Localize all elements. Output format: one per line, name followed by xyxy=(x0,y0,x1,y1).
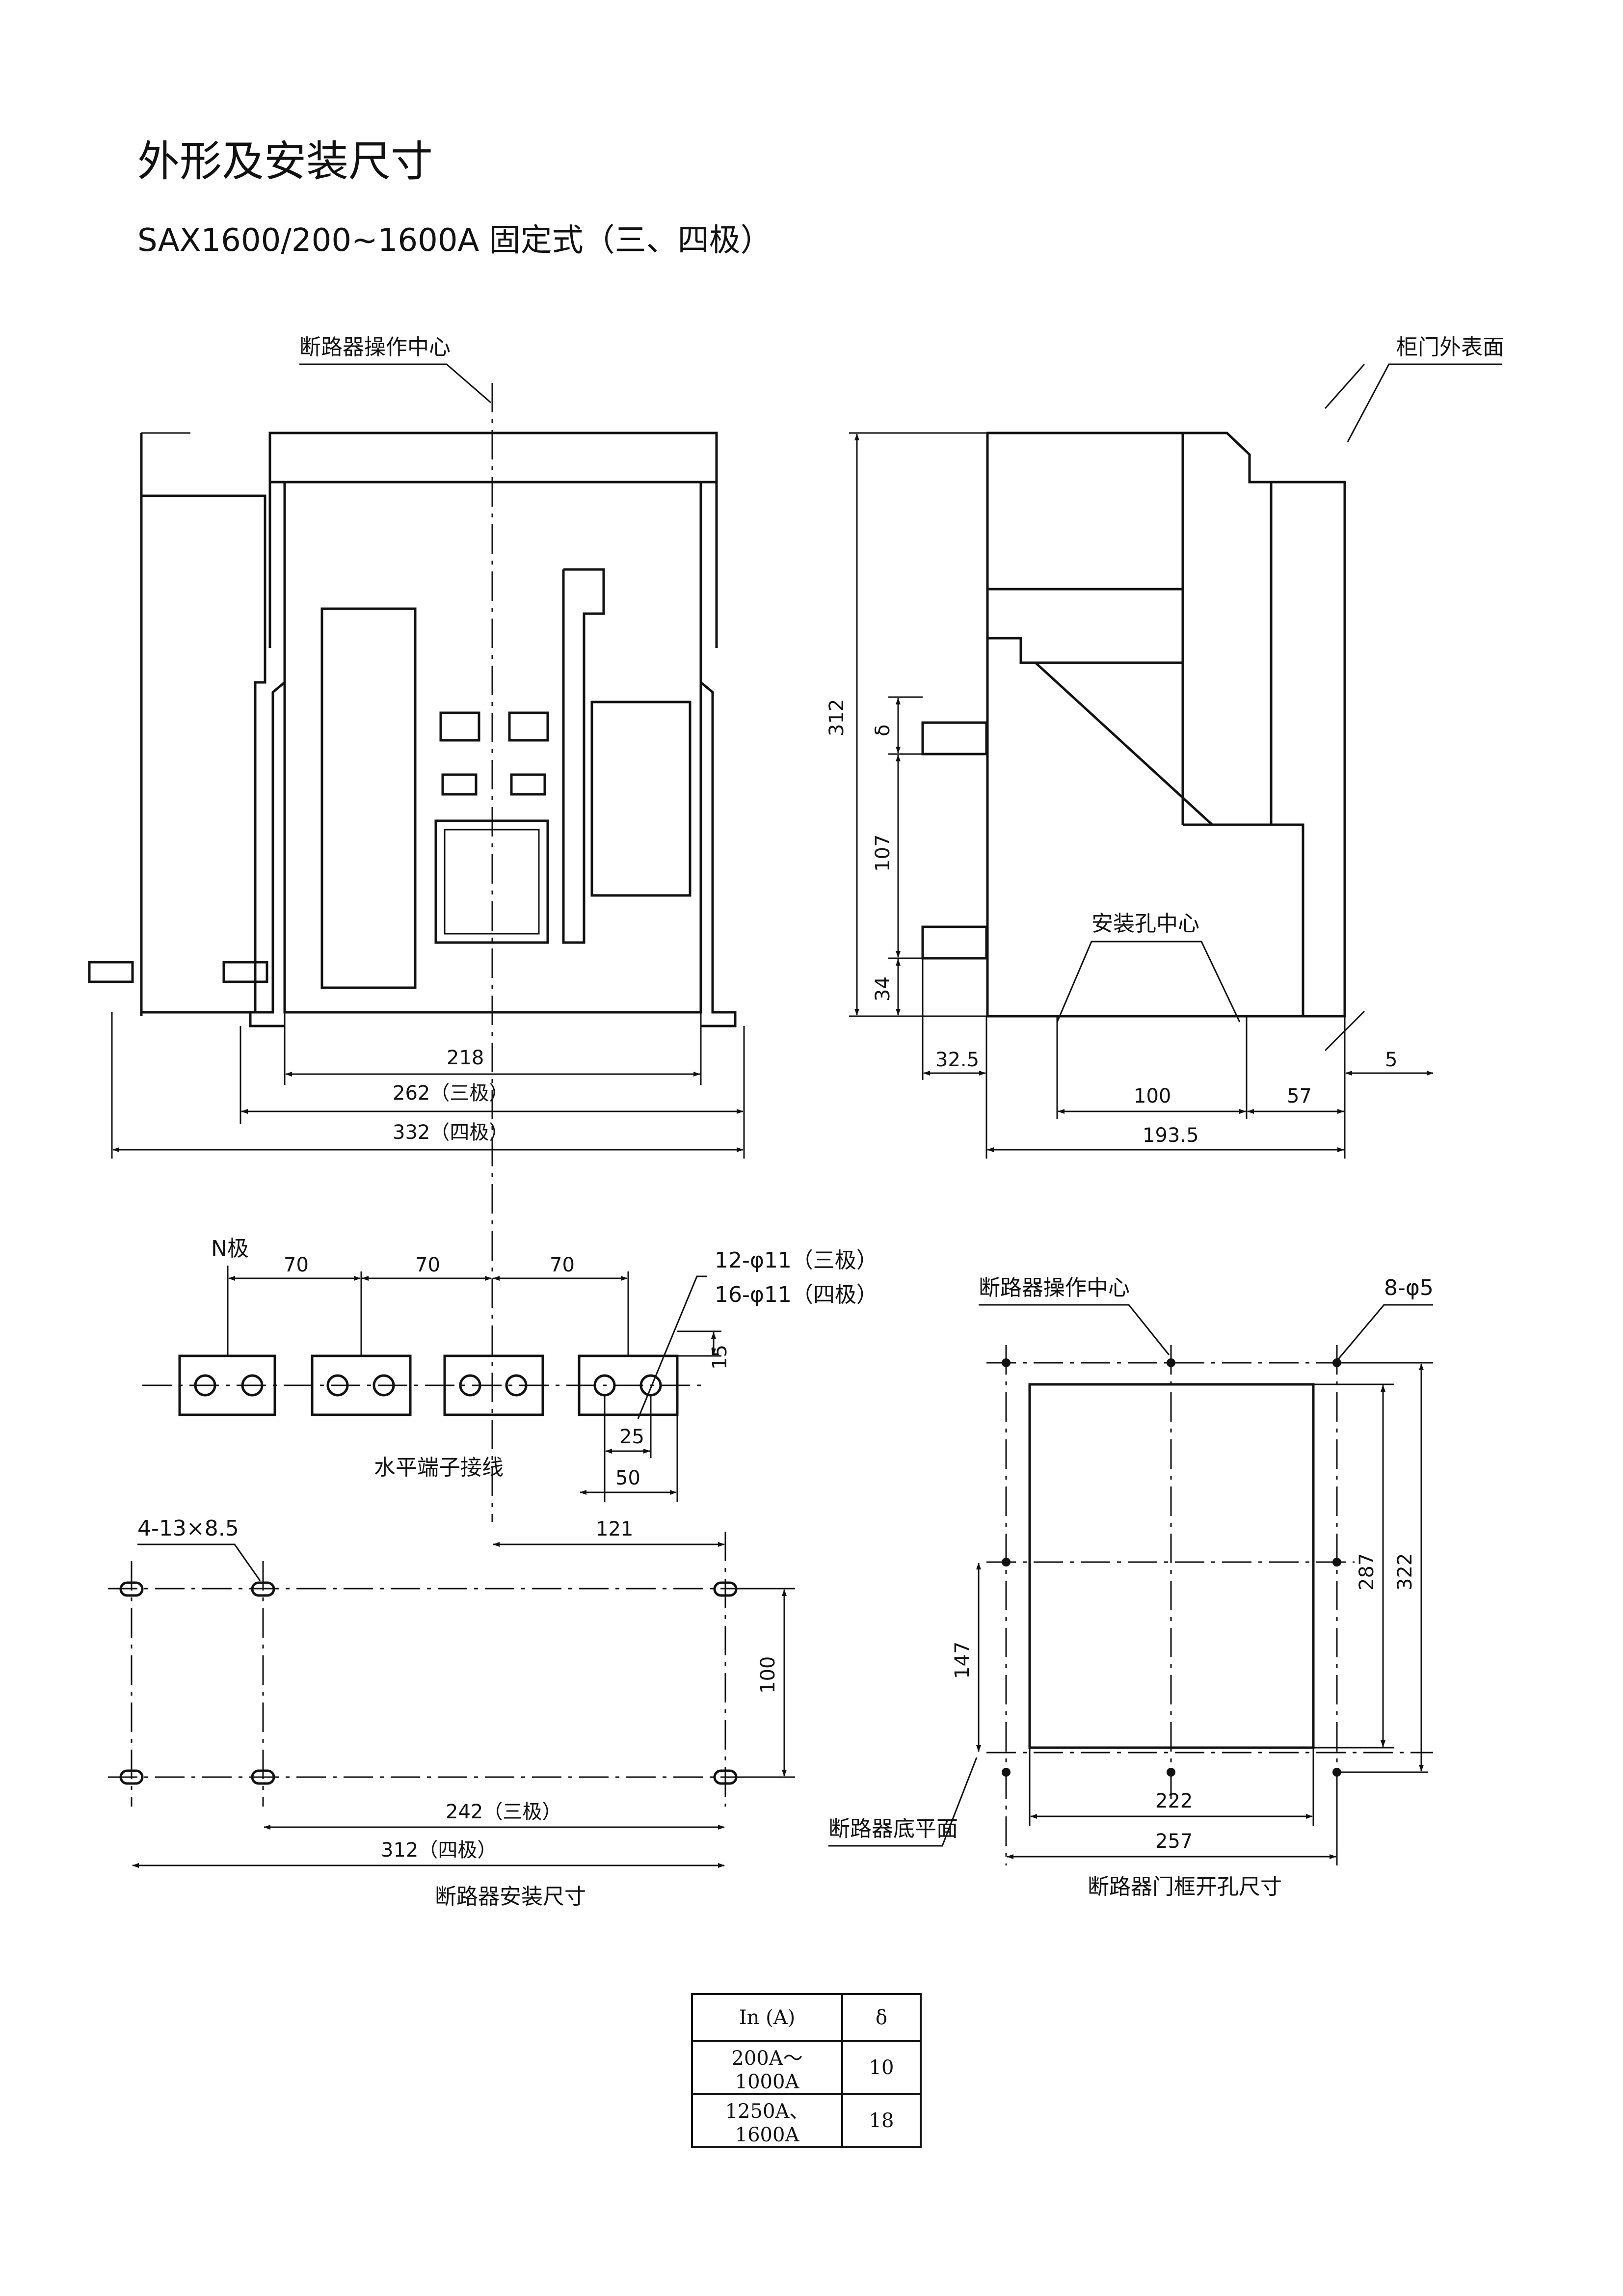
cutout-center-label: 断路器操作中心 xyxy=(979,1275,1130,1300)
dim-32-5: 32.5 xyxy=(935,1049,979,1071)
dim-257: 257 xyxy=(1155,1830,1193,1853)
dim-15: 15 xyxy=(709,1345,731,1370)
terminal-view: N极 70 70 70 12-φ11（三极） 16-φ11（四极） xyxy=(142,1236,878,1502)
dim-218: 218 xyxy=(447,1047,484,1069)
handle-window xyxy=(434,819,549,944)
table-row: 1250A、1600A 18 xyxy=(691,2093,922,2148)
pitch-70-3: 70 xyxy=(550,1254,575,1276)
handle-slot xyxy=(562,568,605,944)
table-cell: 10 xyxy=(841,2040,922,2095)
n-pole-label: N极 xyxy=(211,1236,249,1261)
cutout-holes xyxy=(1002,1358,1341,1777)
hole-3p-label: 12-φ11（三极） xyxy=(715,1248,878,1273)
terminal-caption: 水平端子接线 xyxy=(374,1455,504,1480)
dim-100-mount: 100 xyxy=(757,1656,779,1694)
front-view: 断路器操作中心 xyxy=(88,335,745,1522)
mount-center-label: 安装孔中心 xyxy=(1091,911,1199,936)
slot-6 xyxy=(713,1769,738,1785)
dim-5: 5 xyxy=(1385,1049,1397,1071)
indicator-2 xyxy=(508,711,549,742)
mounting-caption: 断路器安装尺寸 xyxy=(435,1884,586,1909)
stud-bottom xyxy=(921,925,988,960)
dim-100-side: 100 xyxy=(1134,1085,1171,1107)
button-2 xyxy=(510,773,546,796)
dim-242: 242（三极） xyxy=(446,1801,561,1823)
table-cell: 18 xyxy=(841,2093,922,2148)
side-view: 柜门外表面 安装孔中心 312 δ 107 34 32.5 100 57 5 1 xyxy=(825,335,1504,1159)
mounting-view: 4-13×8.5 121 100 242（三极） 312（四极） 断路器安装尺寸 xyxy=(108,1516,795,1909)
dim-34: 34 xyxy=(872,976,894,1001)
dim-262: 262（三极） xyxy=(393,1082,508,1105)
slot-3 xyxy=(713,1581,738,1597)
dim-delta: δ xyxy=(872,725,894,736)
dim-322: 322 xyxy=(1394,1553,1416,1591)
table-header-in: In (A) xyxy=(691,1993,843,2042)
table-header-row: In (A) δ xyxy=(691,1993,922,2042)
indicator-1 xyxy=(439,711,480,742)
hole-4p-label: 16-φ11（四极） xyxy=(715,1282,878,1307)
dim-25: 25 xyxy=(619,1426,644,1448)
slot-label: 4-13×8.5 xyxy=(137,1516,239,1541)
delta-table: In (A) δ 200A～1000A 10 1250A、1600A 18 xyxy=(691,1993,922,2148)
slot-2 xyxy=(251,1581,275,1597)
left-bracket xyxy=(249,681,286,1027)
side-body xyxy=(986,432,1346,1018)
left-panel xyxy=(320,607,417,989)
dim-312-mount: 312（四极） xyxy=(381,1839,497,1862)
dim-107: 107 xyxy=(872,835,894,872)
dim-50: 50 xyxy=(615,1467,640,1489)
pitch-70-2: 70 xyxy=(415,1254,440,1276)
dim-121: 121 xyxy=(596,1518,633,1540)
front-center-leader xyxy=(299,363,491,404)
right-bracket xyxy=(700,681,737,1027)
dim-193-5: 193.5 xyxy=(1143,1124,1199,1147)
dim-312: 312 xyxy=(825,699,848,736)
dim-287: 287 xyxy=(1356,1553,1378,1591)
pitch-70-1: 70 xyxy=(284,1254,309,1276)
front-center-label: 断路器操作中心 xyxy=(299,335,451,360)
breaker-body xyxy=(283,481,702,1014)
slot-5 xyxy=(251,1769,275,1785)
door-surface-label: 柜门外表面 xyxy=(1396,335,1504,360)
slot-1 xyxy=(119,1581,144,1597)
page-subtitle: SAX1600/200~1600A 固定式（三、四极） xyxy=(137,222,772,259)
top-cover xyxy=(268,432,718,484)
terminal-left xyxy=(88,961,134,983)
table-cell: 1250A、1600A xyxy=(691,2093,843,2148)
button-1 xyxy=(441,773,478,796)
dim-147: 147 xyxy=(951,1642,974,1679)
table-cell: 200A～1000A xyxy=(691,2040,843,2095)
dim-332: 332（四极） xyxy=(393,1121,508,1144)
door-cutout-view: 断路器操作中心 8-φ5 287 322 147 xyxy=(828,1275,1434,1899)
cutout-caption: 断路器门框开孔尺寸 xyxy=(1088,1874,1282,1899)
right-panel xyxy=(590,701,692,897)
stud-top xyxy=(921,721,988,756)
breaker-bottom-label: 断路器底平面 xyxy=(828,1816,958,1841)
page-title: 外形及安装尺寸 xyxy=(137,137,433,186)
slot-4 xyxy=(119,1769,144,1785)
terminal-mid xyxy=(222,961,268,983)
dim-222: 222 xyxy=(1155,1790,1193,1812)
dim-57: 57 xyxy=(1287,1085,1312,1107)
table-row: 200A～1000A 10 xyxy=(691,2040,922,2095)
table-header-delta: δ xyxy=(841,1993,922,2042)
cutout-hole-label: 8-φ5 xyxy=(1384,1275,1434,1300)
